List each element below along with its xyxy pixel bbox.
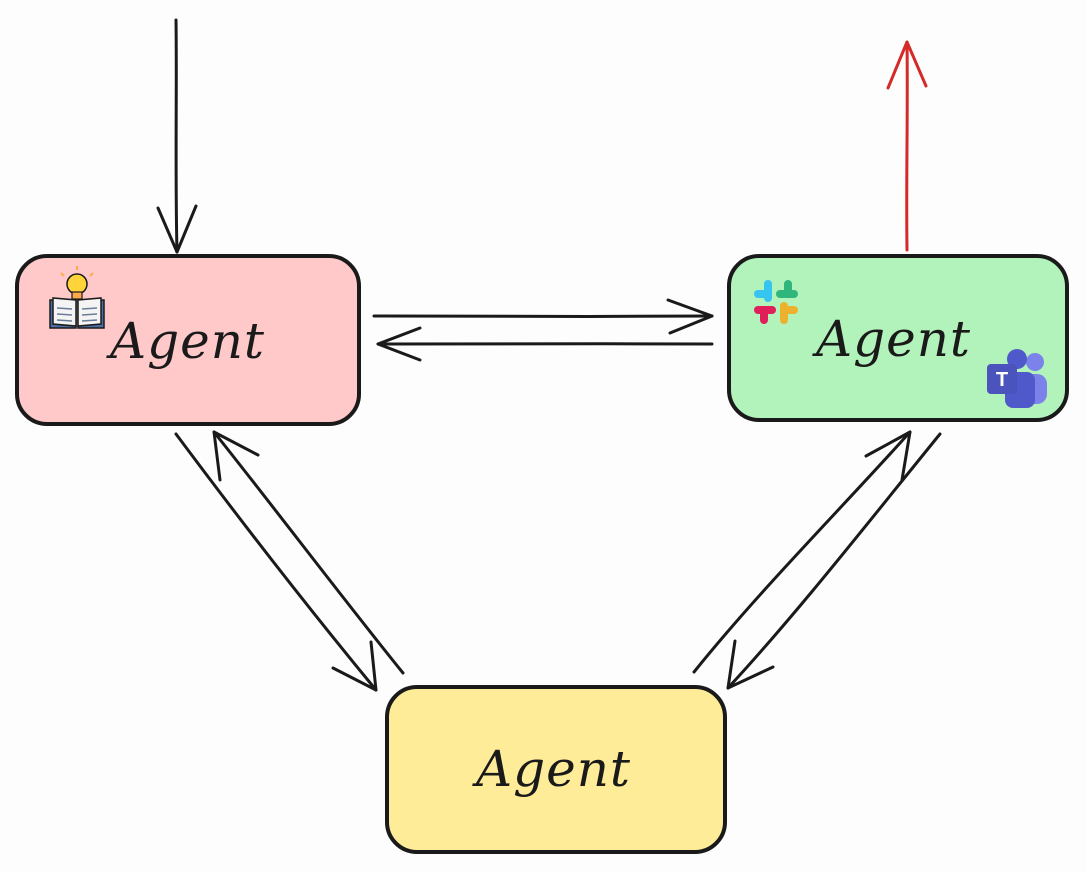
agent-node-right-box: [727, 254, 1069, 422]
arrow-bottom-to-right: [692, 430, 912, 674]
knowledge-book-bulb-icon: [49, 266, 105, 329]
agent-label-left: Agent: [106, 312, 265, 370]
agent-node-bottom[interactable]: Agent: [385, 685, 727, 854]
agent-label-right: Agent: [812, 310, 971, 368]
teams-letter: T: [996, 369, 1008, 391]
arrow-right-to-left: [376, 326, 714, 362]
arrow-right-to-bottom: [726, 432, 942, 690]
agent-node-left-box: [15, 254, 361, 426]
output-arrow: [886, 40, 928, 252]
agent-node-right[interactable]: T Agent: [727, 254, 1069, 422]
microsoft-teams-icon: T: [987, 349, 1047, 408]
agent-node-bottom-box: [385, 685, 727, 854]
arrow-left-to-right: [372, 298, 714, 335]
input-arrow: [156, 18, 198, 254]
arrow-bottom-to-left: [212, 430, 405, 675]
slack-icon: [754, 280, 798, 324]
arrow-left-to-bottom: [174, 432, 378, 692]
agent-label-bottom: Agent: [472, 740, 631, 798]
agent-node-left[interactable]: Agent: [15, 254, 361, 426]
